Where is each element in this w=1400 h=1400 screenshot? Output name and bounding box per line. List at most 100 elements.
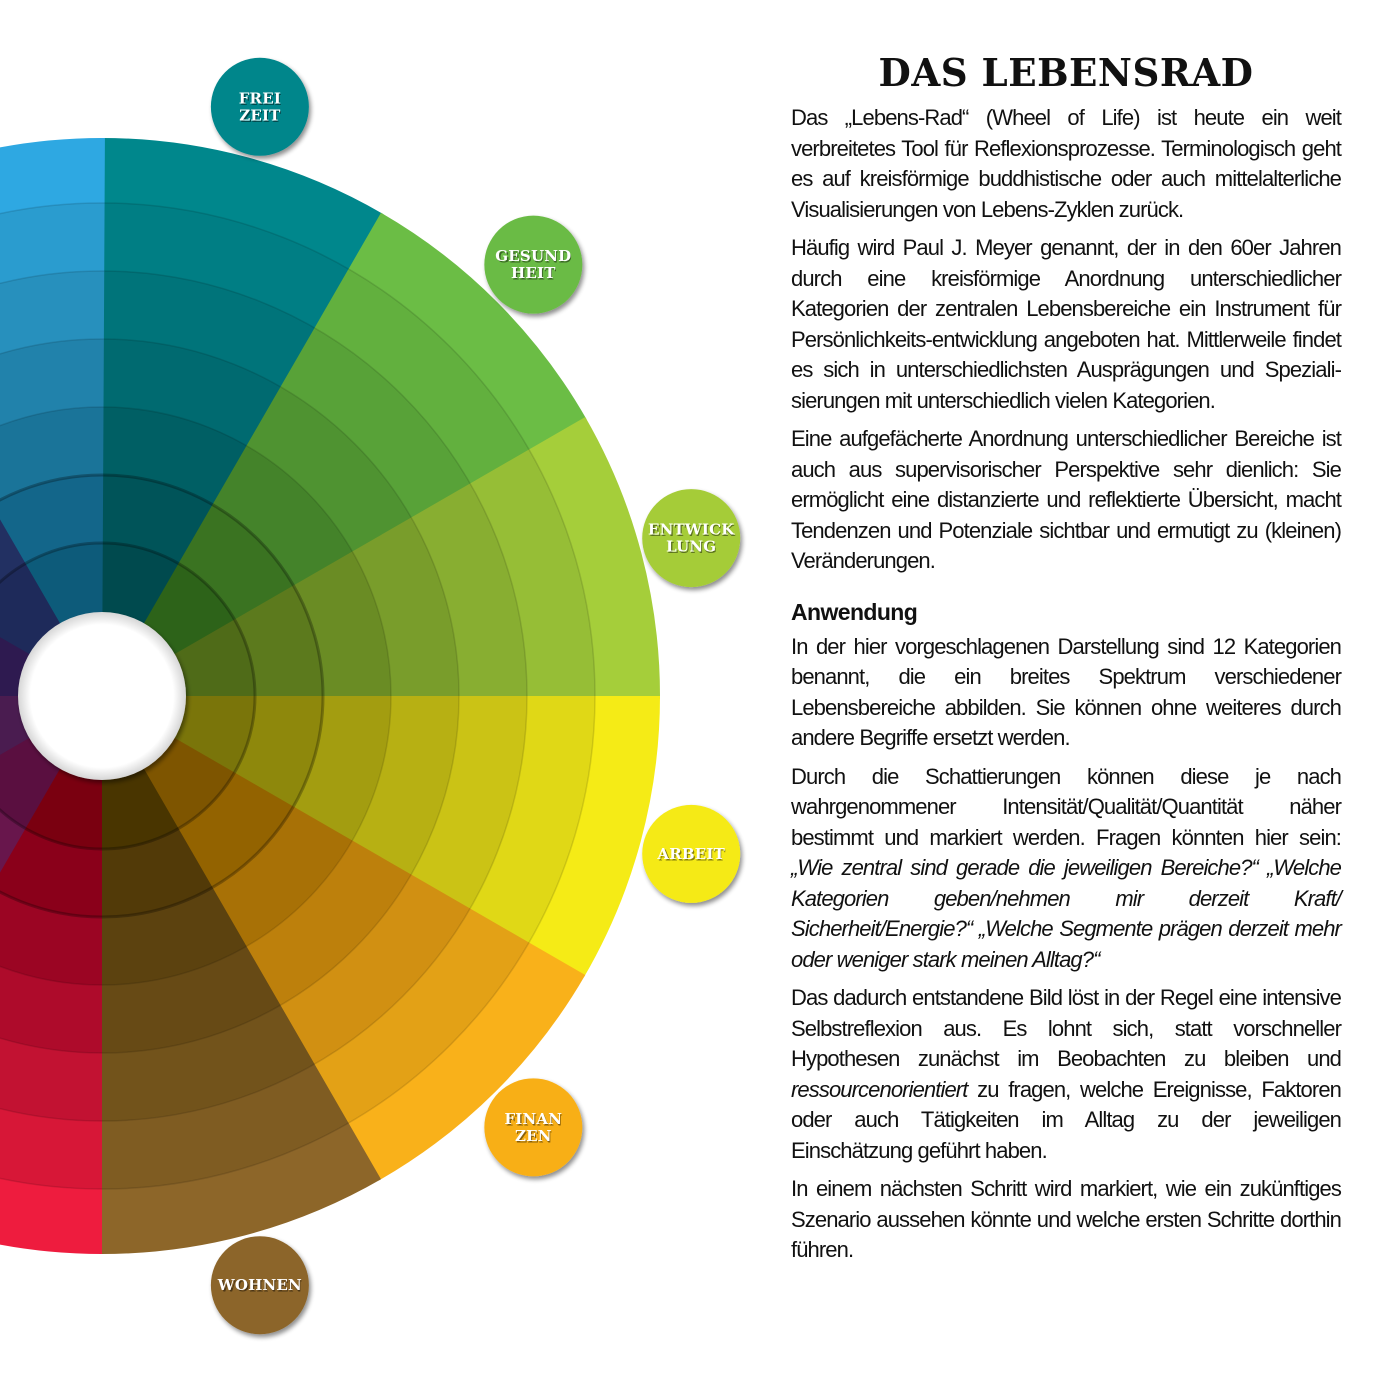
wheel-segment-ring[interactable] xyxy=(0,271,105,387)
wheel-segment-ring[interactable] xyxy=(280,327,472,520)
anwendung-paragraph-3-part-a: Das dadurch entstandene Bild löst in der… xyxy=(791,985,1342,1071)
wheel-segment-ring[interactable] xyxy=(102,203,351,330)
category-label-shadow: ENTWICK xyxy=(650,522,736,540)
wheel-segment-ring[interactable] xyxy=(143,563,235,655)
wheel-segment-ring[interactable] xyxy=(178,504,294,621)
wheel-segment-ring[interactable] xyxy=(312,908,529,1125)
wheel-segment-ring[interactable] xyxy=(99,1004,315,1121)
wheel-segment-ring[interactable] xyxy=(527,696,660,978)
wheel-segment-ring[interactable] xyxy=(101,768,179,849)
category-label-shadow: FINAN xyxy=(506,1111,563,1129)
anwendung-paragraph-4: In einem nächsten Schritt wird markiert,… xyxy=(791,1176,1342,1262)
wheel-segment-ring[interactable] xyxy=(25,543,103,624)
wheel-segment-ring[interactable] xyxy=(0,695,30,772)
category-label-shadow: FREI xyxy=(240,91,282,109)
category-label-text: FINAN xyxy=(504,1110,562,1128)
category-label-text: FREI xyxy=(239,89,281,107)
anwendung-paragraph-2: Durch die Schattierungen können diese je… xyxy=(791,762,1342,976)
wheel-segment-ring[interactable] xyxy=(0,1063,102,1189)
category-label-shadow: HEIT xyxy=(512,266,557,284)
wheel-segment-ring[interactable] xyxy=(100,828,213,917)
wheel-segment-ring[interactable] xyxy=(0,339,104,446)
wheel-center-hole xyxy=(18,612,186,780)
wheel-segment-ring[interactable] xyxy=(0,203,105,328)
wheel-segment-ring[interactable] xyxy=(233,696,323,808)
category-label-text: WOHNEN xyxy=(217,1276,302,1294)
anwendung-paragraph-3-part-b: zu fragen, welche Ereignisse, Faktoren o… xyxy=(791,1076,1342,1163)
wheel-segment-ring[interactable] xyxy=(0,563,61,655)
wheel-segment-ring[interactable] xyxy=(102,475,214,565)
category-label-shadow: LUNG xyxy=(668,539,717,557)
wheel-segment-ring[interactable] xyxy=(211,806,353,948)
wheel-segment-ring[interactable] xyxy=(102,339,283,447)
wheel-segment-ring[interactable] xyxy=(0,772,26,888)
wheel-segment-ring[interactable] xyxy=(143,737,235,829)
wheel-segment-ring[interactable] xyxy=(244,840,412,1007)
ring-divider xyxy=(0,202,596,1190)
ring-divider xyxy=(0,473,325,919)
wheel-segment-ring[interactable] xyxy=(469,449,595,699)
wheel-segment-ring[interactable] xyxy=(528,417,660,699)
category-label-text: HEIT xyxy=(511,264,556,282)
wheel-segment-ring[interactable] xyxy=(314,269,531,486)
wheel-segment-ring[interactable] xyxy=(0,1004,102,1121)
wheel-segment-ring[interactable] xyxy=(410,483,527,699)
ring-divider xyxy=(0,406,392,986)
ring-divider xyxy=(0,541,257,851)
wheel-segment-ring[interactable] xyxy=(351,696,459,877)
wheel-segment-ring[interactable] xyxy=(174,696,255,774)
wheel-segment-ring[interactable] xyxy=(246,386,413,554)
wheel-segment-ring[interactable] xyxy=(468,696,595,945)
category-badge xyxy=(484,1078,583,1177)
wheel-segment-ring[interactable] xyxy=(292,696,391,842)
wheel-segment-ring[interactable] xyxy=(409,696,527,911)
wheel-segment-ring[interactable] xyxy=(102,138,384,271)
anwendung-paragraph-2-lead: Durch die Schattierungen können diese je… xyxy=(791,763,1342,850)
wheel-segment-ring[interactable] xyxy=(278,874,471,1066)
wheel-segment-ring[interactable] xyxy=(0,475,104,564)
emphasis-ressourcenorientiert: ressourcenorientiert xyxy=(791,1076,968,1102)
wheel-segment-ring[interactable] xyxy=(174,619,256,697)
wheel-segment-ring[interactable] xyxy=(0,138,105,269)
intro-paragraph-1: Das „Lebens-Rad“ (Wheel of Life) ist heu… xyxy=(791,105,1342,222)
wheel-segment-ring[interactable] xyxy=(346,942,586,1181)
wheel-segment-ring[interactable] xyxy=(0,504,27,620)
wheel-segment-ring[interactable] xyxy=(212,445,354,587)
wheel-segments xyxy=(0,138,660,1254)
wheel-segment-ring[interactable] xyxy=(102,543,180,624)
wheel-segment-ring[interactable] xyxy=(292,551,391,698)
wheel-segment-ring[interactable] xyxy=(100,945,281,1054)
ring-outlines xyxy=(0,202,596,1190)
wheel-segment-ring[interactable] xyxy=(177,772,294,888)
wheel-segment-ring[interactable] xyxy=(0,945,102,1053)
wheel-segment-ring[interactable] xyxy=(0,737,61,829)
wheel-segment-ring[interactable] xyxy=(234,585,323,698)
wheel-segment-ring[interactable] xyxy=(0,619,30,696)
wheel-segment-ring[interactable] xyxy=(0,407,104,505)
wheel-segment-ring[interactable] xyxy=(100,886,247,986)
category-badge xyxy=(642,489,741,588)
wheel-segment-ring[interactable] xyxy=(102,271,317,389)
wheel-segment-ring[interactable] xyxy=(0,886,102,985)
wheel-segment-ring[interactable] xyxy=(24,768,102,849)
wheel-segment-ring[interactable] xyxy=(99,1122,381,1254)
category-label-text: ZEIT xyxy=(239,106,281,124)
page-title: DAS LEBENSRAD xyxy=(878,50,1254,95)
intro-paragraph-2: Häufig wird Paul J. Meyer genannt, der i… xyxy=(791,235,1342,413)
wheel-segment-ring[interactable] xyxy=(99,1063,349,1189)
wheel-segment-ring[interactable] xyxy=(102,407,248,506)
text-column: DAS LEBENSRAD Das „Lebens-Rad“ (Wheel of… xyxy=(791,50,1342,1274)
wheel-segment-ring[interactable] xyxy=(0,827,102,917)
wheel-segment-ring[interactable] xyxy=(348,212,587,452)
wheel-segment-ring[interactable] xyxy=(351,517,460,698)
wheel-segment-ring[interactable] xyxy=(0,1121,102,1254)
category-label-text: ZEN xyxy=(515,1127,552,1145)
